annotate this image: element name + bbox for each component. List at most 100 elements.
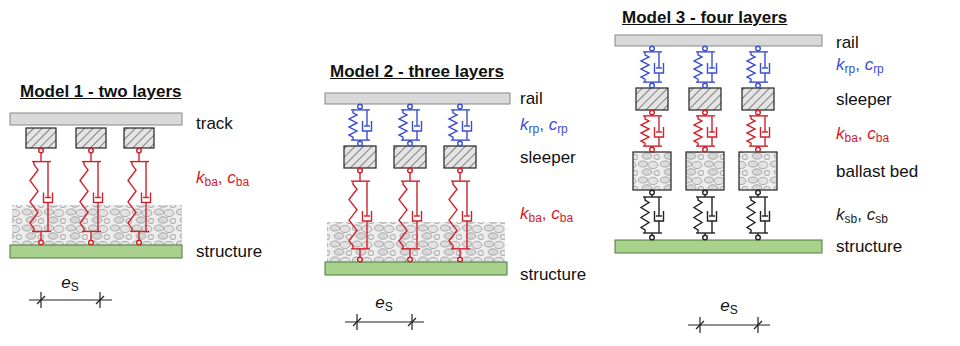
damper-cup	[708, 63, 717, 73]
symbol: c	[551, 204, 560, 223]
damper-rod	[145, 162, 146, 198]
dimension-line	[345, 314, 424, 330]
pin-symbol	[756, 190, 761, 195]
pin-symbol	[703, 110, 708, 115]
spring-symbol	[747, 52, 755, 82]
structure-bar	[325, 262, 507, 275]
symbol: k	[520, 204, 529, 223]
pin-symbol	[756, 46, 761, 51]
spring-damper-symbol	[349, 104, 372, 146]
symbol: k	[836, 205, 845, 224]
damper-piston	[143, 197, 149, 198]
spring-symbol	[694, 197, 702, 233]
sleeper-block	[742, 88, 774, 110]
damper-cup	[463, 121, 472, 131]
stroke	[37, 296, 45, 304]
ballast-block	[686, 152, 724, 190]
spring-symbol	[641, 52, 649, 82]
pin-symbol	[756, 83, 761, 88]
part-label: ballast bed	[836, 162, 918, 182]
spring-symbol	[449, 110, 457, 140]
pin-symbol	[39, 240, 44, 245]
pin-symbol	[650, 190, 655, 195]
damper-piston	[762, 131, 768, 132]
damper-rod	[97, 162, 98, 198]
model-title: Model 2 - three layers	[330, 62, 504, 82]
damper-piston	[656, 215, 662, 216]
damper-rod	[764, 197, 765, 216]
spring-damper-symbol	[694, 46, 717, 88]
damper-rod	[658, 197, 659, 216]
pin-symbol	[703, 190, 708, 195]
damper-piston	[762, 215, 768, 216]
stroke	[96, 296, 104, 304]
pin-symbol	[703, 147, 708, 152]
damper-cup	[761, 211, 770, 221]
symbol: k	[836, 124, 845, 143]
ballast-block	[739, 152, 777, 190]
pin-symbol	[458, 141, 463, 146]
part-label: krp, crp	[520, 115, 568, 135]
subscript: sb	[845, 212, 858, 226]
damper-rod	[416, 221, 417, 249]
pin-symbol	[650, 83, 655, 88]
spring-symbol	[399, 181, 407, 249]
subscript: ba	[876, 131, 889, 145]
pin-symbol	[458, 257, 463, 262]
spring-symbol	[747, 197, 755, 233]
sleeper-block	[444, 146, 476, 168]
spring-damper-symbol	[641, 110, 664, 152]
spring-damper-symbol	[747, 46, 770, 88]
subscript: sb	[875, 212, 888, 226]
model-1	[10, 113, 182, 258]
symbol: e	[375, 293, 384, 312]
dimension-line	[29, 292, 112, 308]
damper-cup	[363, 121, 372, 131]
spring-symbol	[641, 197, 649, 233]
spring-damper-symbol	[30, 148, 53, 245]
damper-piston	[364, 215, 370, 216]
part-label: kba, cba	[196, 168, 249, 188]
subscript: ba	[205, 175, 218, 189]
symbol: c	[227, 168, 236, 187]
damper-rod	[764, 137, 765, 146]
symbol: c	[549, 115, 558, 134]
pin-symbol	[650, 235, 655, 240]
spring-damper-symbol	[747, 110, 770, 152]
damper-cup	[413, 211, 422, 221]
pin-symbol	[756, 110, 761, 115]
pin-symbol	[89, 148, 94, 153]
damper-piston	[414, 215, 420, 216]
damper-piston	[656, 67, 662, 68]
spring-symbol	[349, 110, 357, 140]
damper-rod	[466, 181, 467, 216]
part-label: krp, crp	[836, 55, 884, 75]
symbol: k	[520, 115, 529, 134]
spring-damper-symbol	[641, 190, 664, 240]
damper-piston	[762, 67, 768, 68]
damper-cup	[655, 63, 664, 73]
dimension-line	[688, 317, 770, 333]
spring-damper-symbol	[694, 110, 717, 152]
pin-symbol	[408, 168, 413, 173]
sleeper-block	[689, 88, 721, 110]
damper-cup	[761, 63, 770, 73]
damper-rod	[711, 197, 712, 216]
spring-damper-symbol	[641, 46, 664, 88]
pin-symbol	[703, 46, 708, 51]
part-label: structure	[196, 242, 262, 262]
damper-cup	[463, 211, 472, 221]
spring-damper-symbol	[449, 168, 472, 262]
spring-symbol	[694, 116, 702, 146]
spring-damper-symbol	[80, 148, 103, 245]
damper-rod	[711, 221, 712, 233]
pin-symbol	[650, 46, 655, 51]
subscript: ba	[236, 175, 249, 189]
damper-rod	[145, 203, 146, 232]
damper-cup	[44, 193, 53, 203]
damper-rod	[97, 203, 98, 232]
damper-rod	[366, 221, 367, 249]
spring-symbol	[128, 162, 136, 232]
spacing-dimensions	[29, 292, 770, 333]
